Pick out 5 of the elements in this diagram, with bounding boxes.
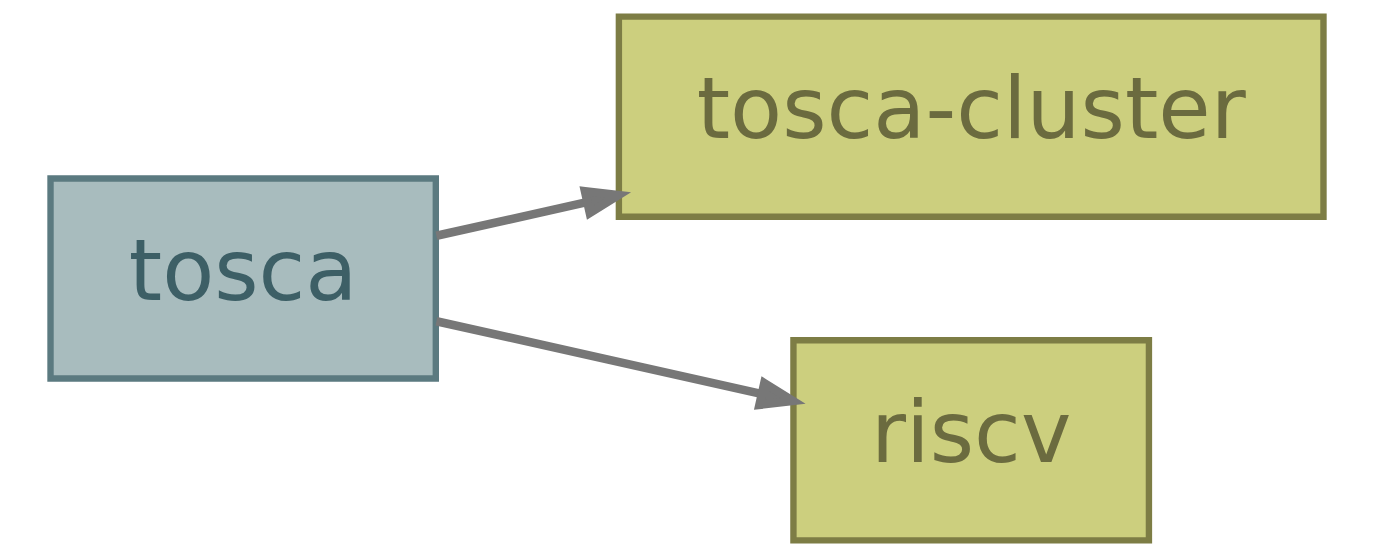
node-box: riscv (789, 337, 1152, 544)
arrow (434, 317, 806, 410)
node-box: tosca (46, 175, 439, 382)
node-box: tosca-cluster (615, 13, 1327, 220)
arrow (434, 186, 631, 240)
